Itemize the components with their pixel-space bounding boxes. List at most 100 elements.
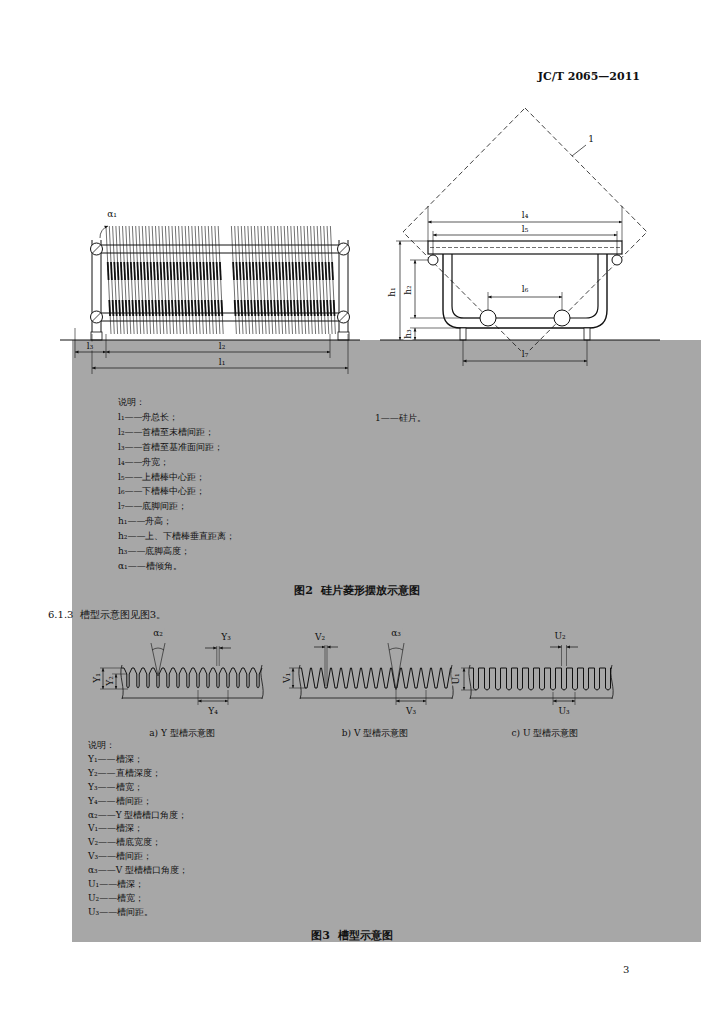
wafer-slot [118, 300, 121, 316]
wafer-slot [267, 300, 270, 316]
dimension-label: Y₂ [106, 675, 115, 687]
wafer-slot [156, 262, 159, 280]
wafer-slot [141, 300, 144, 316]
foot [338, 332, 349, 340]
wafer-slot [260, 300, 263, 316]
wafer-slot [329, 300, 332, 316]
drawing [60, 108, 701, 942]
dimension-label: l₁ [218, 358, 227, 367]
rail [92, 313, 348, 314]
wafer-slot [333, 300, 336, 316]
extension-line [410, 260, 428, 261]
subfigure-caption: a) Y 型槽示意图 [149, 729, 215, 738]
wafer-slot [288, 262, 291, 280]
scan-shade [72, 340, 701, 942]
wafer-slot [191, 300, 194, 316]
legend-text: h₃——底脚高度； [118, 547, 190, 556]
wafer-slot [263, 300, 266, 316]
wafer-slot [320, 300, 323, 316]
wafer-slot [296, 300, 299, 316]
wafer-slot [283, 300, 286, 316]
rod-mark [93, 245, 101, 253]
legend-text: h₂——上、下槽棒垂直距离； [118, 532, 235, 541]
wafer-slot [133, 262, 136, 280]
legend-text: Y₂——直槽深度； [88, 768, 161, 777]
wafer-slot [316, 300, 319, 316]
slot-rod [338, 243, 350, 255]
extension-line [566, 645, 567, 666]
wafer-slot [212, 262, 215, 280]
dimension-arrow [205, 648, 217, 649]
wafer-slot [178, 300, 181, 316]
wafer-slot [169, 262, 172, 280]
wafer-slot [221, 300, 224, 316]
wafer-slot [303, 300, 306, 316]
wafer-slot [272, 262, 275, 280]
extension-line [289, 688, 306, 689]
wafer-slot [318, 262, 321, 280]
dimension-line [293, 668, 294, 688]
dimension-label: Y₄ [207, 707, 219, 716]
slot-rod [91, 311, 103, 323]
wafer-slot [189, 262, 192, 280]
figure-caption: 图2 硅片菱形摆放示意图 [294, 585, 419, 596]
dimension-line [103, 668, 104, 689]
extension-line [426, 690, 427, 705]
extension-line [461, 690, 476, 691]
wafer-slot [328, 262, 331, 280]
legend-text: V₂——槽底宽度； [88, 838, 161, 847]
wafer-slot [135, 300, 138, 316]
wafer-slot [131, 300, 134, 316]
legend-text: l₃——首槽至基准面间距； [118, 442, 224, 451]
wafer-slot [306, 300, 309, 316]
wafer-slot [285, 262, 288, 280]
dimension-line [488, 297, 562, 298]
wafer-slot [277, 300, 280, 316]
legend-text: 1——硅片。 [375, 414, 426, 423]
wafer-slot [301, 262, 304, 280]
extension-line [325, 645, 326, 686]
subfigure-caption: b) V 型槽示意图 [342, 729, 409, 738]
dimension-arrow [567, 647, 579, 648]
wafer-slot [252, 262, 255, 280]
wafer-line [330, 226, 335, 334]
angle-arc [152, 648, 164, 650]
base-line [300, 698, 452, 699]
wafer-slot [138, 300, 141, 316]
extension-line [410, 328, 461, 329]
wafer-slot [211, 300, 214, 316]
wafer-slot [107, 262, 110, 280]
dimension-label: U₂ [553, 632, 566, 641]
wafer-slot [150, 262, 153, 280]
wafer-line [218, 226, 223, 334]
wafer-slot [207, 300, 210, 316]
wafer-slot [254, 300, 257, 316]
legend-text: l₁——舟总长； [118, 412, 179, 421]
extension-line [617, 231, 618, 255]
break-line [611, 665, 613, 699]
extension-line [428, 206, 429, 241]
dimension-label: U₁ [452, 672, 461, 685]
legend-text: l₄——舟宽； [118, 457, 170, 466]
wafer-slot [232, 262, 235, 280]
wafer-slot [120, 262, 123, 280]
dimension-label: α₁ [106, 210, 118, 219]
wafer-slot [278, 262, 281, 280]
wafer-slot [155, 300, 158, 316]
legend-text: l₂——首槽至末槽间距； [118, 427, 215, 436]
dimension-line [116, 674, 117, 689]
dimension-arrow [550, 647, 562, 648]
dimension-label: V₂ [314, 633, 326, 642]
rail [92, 253, 348, 254]
dimension-line [106, 352, 330, 353]
dimension-line [463, 361, 587, 362]
subfigure-caption: c) U 型槽示意图 [512, 729, 579, 738]
wafer-slot [127, 262, 130, 280]
lower-rod [554, 310, 570, 326]
wafer-slot [315, 262, 318, 280]
extension-line [488, 292, 489, 310]
section-text: 6.1.3 槽型示意图见图3。 [48, 610, 166, 620]
dimension-label: U₃ [557, 707, 570, 716]
dimension-label: l₂ [218, 342, 227, 351]
break-line [469, 665, 471, 699]
